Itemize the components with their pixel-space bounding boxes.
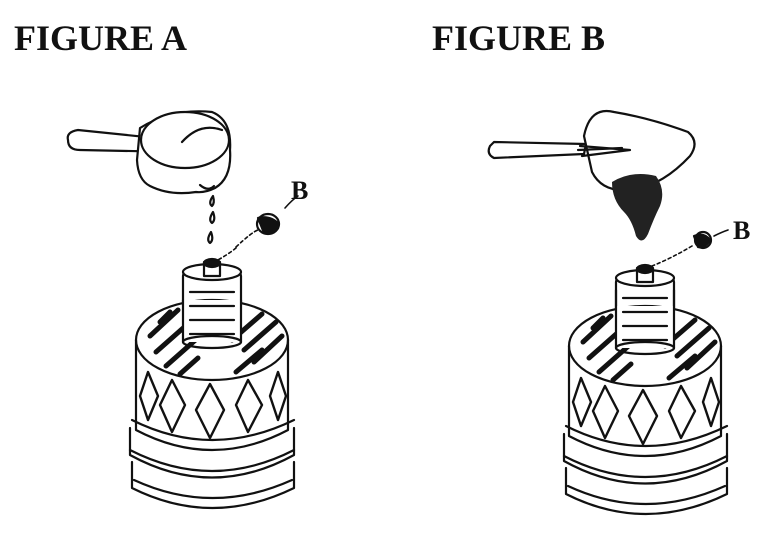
scoop-icon <box>487 109 696 192</box>
cap-part-b <box>255 212 281 236</box>
canister-body <box>562 288 729 516</box>
cap-part-b <box>692 230 713 250</box>
figure-b-part-label: B <box>733 216 751 245</box>
granules-icon <box>612 174 663 241</box>
canister-body <box>128 298 296 510</box>
leader-line-a <box>235 229 259 248</box>
figure-a-title: FIGURE A <box>14 18 188 58</box>
figure-b-title: FIGURE B <box>432 18 606 58</box>
liquid-drops <box>207 194 216 245</box>
pitcher-icon <box>66 110 232 195</box>
leader-line-b <box>651 245 693 267</box>
figure-b-drawing <box>487 109 729 516</box>
figure-a-drawing <box>66 110 299 510</box>
